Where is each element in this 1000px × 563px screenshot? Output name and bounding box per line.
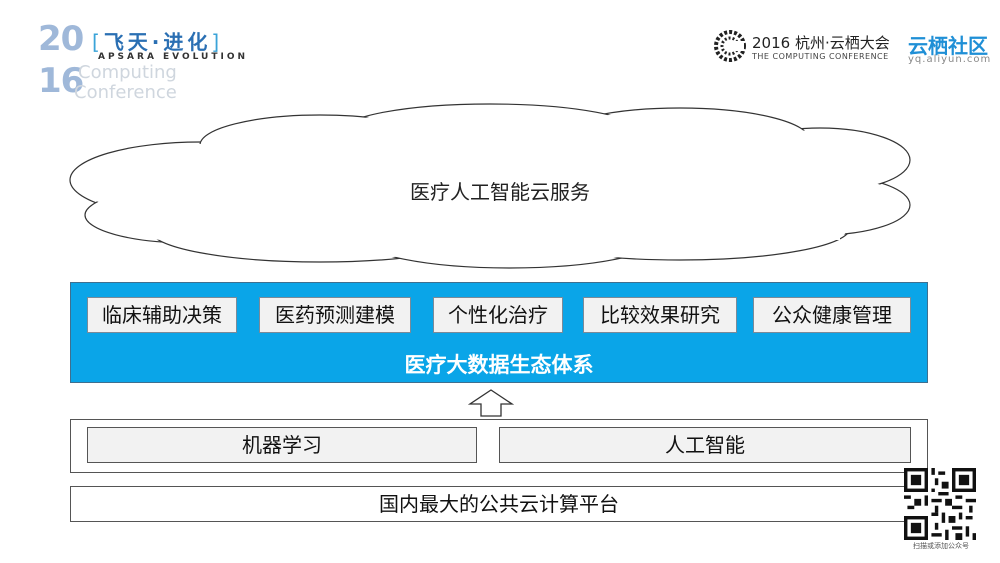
cloud-platform-box: 国内最大的公共云计算平台 [70, 486, 928, 522]
community-name: 云栖社区 [908, 34, 988, 58]
machine-learning-box: 机器学习 [87, 427, 477, 463]
conference-logo: 2016 杭州·云栖大会 THE COMPUTING CONFERENCE 云栖… [710, 30, 1000, 70]
ecosystem-item-public-health: 公众健康管理 [753, 297, 911, 333]
year-top: 20 [38, 19, 84, 59]
ghost-text-1: Computing [78, 62, 177, 83]
cloud-label: 医疗人工智能云服务 [410, 180, 590, 204]
ecosystem-item-comparative-effectiveness: 比较效果研究 [583, 297, 737, 333]
conference-title: 2016 杭州·云栖大会 [752, 34, 890, 52]
conference-mark-icon [714, 30, 746, 62]
ecosystem-panel: 临床辅助决策 医药预测建模 个性化治疗 比较效果研究 公众健康管理 医疗大数据生… [70, 282, 928, 383]
ghost-text-2: Conference [74, 82, 177, 103]
ecosystem-title: 医疗大数据生态体系 [404, 353, 594, 377]
ecosystem-item-clinical-decision: 临床辅助决策 [87, 297, 237, 333]
up-arrow-icon [468, 389, 514, 417]
event-title: [飞天·进化] [92, 30, 224, 54]
cloud-shape [69, 103, 911, 269]
artificial-intelligence-box: 人工智能 [499, 427, 911, 463]
ecosystem-item-personalized-treatment: 个性化治疗 [433, 297, 563, 333]
technology-layer: 机器学习 人工智能 [70, 419, 928, 473]
year-bottom: 16 [38, 61, 84, 101]
qr-caption: 扫描或添加公众号 [913, 542, 969, 550]
ecosystem-item-drug-prediction: 医药预测建模 [259, 297, 411, 333]
event-logo: 20 16 [飞天·进化] APSARA EVOLUTION Computing… [38, 22, 278, 112]
community-url: yq.aliyun.com [908, 54, 992, 65]
event-title-text: 飞天·进化 [103, 30, 212, 54]
qr-code-icon [904, 468, 976, 540]
event-subtitle: APSARA EVOLUTION [98, 52, 249, 62]
conference-subtitle: THE COMPUTING CONFERENCE [752, 52, 889, 61]
